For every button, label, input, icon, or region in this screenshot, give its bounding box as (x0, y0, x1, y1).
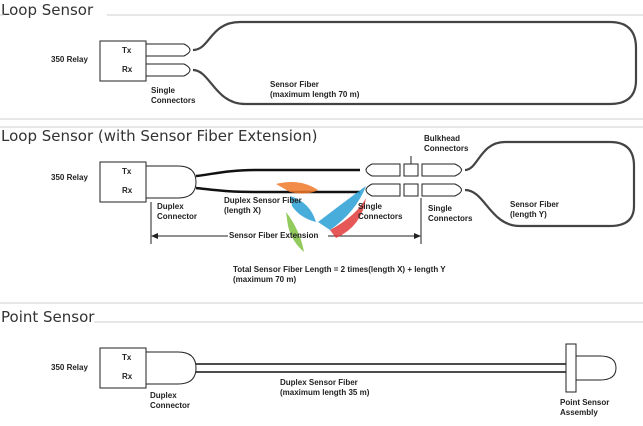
relay-box (99, 161, 147, 203)
single-connectors-left-label: Single Connectors (358, 202, 403, 221)
point-sensor-panel: Point Sensor 350 Relay Tx Rx Duplex Conn… (0, 306, 643, 426)
duplex-connector (145, 165, 197, 199)
rx-label: Rx (122, 65, 133, 74)
loop-sensor-diagram (0, 14, 643, 120)
relay-box (99, 347, 147, 389)
tx-label: Tx (122, 167, 132, 176)
single-connector-right-lower (421, 183, 462, 197)
bulkhead-connector-upper (403, 163, 419, 177)
relay-label: 350 Relay (51, 173, 88, 182)
duplex-sensor-fiber-label: Duplex Sensor Fiber (maximum length 35 m… (280, 378, 370, 397)
duplex-fiber-upper (195, 168, 360, 178)
vendor-logo-watermark-icon (276, 182, 366, 252)
sensor-fiber-y-label: Sensor Fiber (length Y) (510, 200, 559, 219)
rx-label: Rx (122, 186, 133, 195)
duplex-connector-label: Duplex Connector (150, 391, 190, 410)
bulkhead-connector-lower (403, 183, 419, 197)
sensor-fiber-label: Sensor Fiber (maximum length 70 m) (270, 80, 360, 99)
single-connectors-right-label: Single Connectors (428, 204, 473, 223)
single-connector-left-upper (365, 163, 401, 177)
point-sensor-diagram (94, 321, 643, 393)
relay-label: 350 Relay (51, 363, 88, 372)
total-length-note: Total Sensor Fiber Length = 2 times(leng… (233, 265, 446, 284)
loop-sensor-panel: Loop Sensor 350 Relay Tx Rx Single Conne… (0, 0, 643, 120)
single-connector-tx (145, 43, 191, 57)
single-connectors-label: Single Connectors (151, 86, 196, 105)
point-sensor-assembly-label: Point Sensor Assembly (560, 398, 610, 417)
sensor-fiber-loop-y (464, 140, 636, 228)
single-connector-right-upper (421, 163, 462, 177)
duplex-fiber-x-label: Duplex Sensor Fiber (length X) (224, 196, 302, 215)
loop-extension-title: Loop Sensor (with Sensor Fiber Extension… (1, 127, 318, 145)
relay-label: 350 Relay (51, 55, 88, 64)
tx-label: Tx (122, 353, 132, 362)
bulkhead-connectors-label: Bulkhead Connectors (424, 134, 469, 153)
loop-sensor-title: Loop Sensor (1, 1, 94, 19)
tx-label: Tx (122, 46, 132, 55)
loop-sensor-extension-panel: Loop Sensor (with Sensor Fiber Extension… (0, 126, 643, 304)
single-connector-left-lower (365, 183, 401, 197)
relay-box (99, 40, 147, 82)
duplex-fiber-lower (195, 186, 360, 194)
point-sensor-body (575, 355, 617, 381)
point-sensor-title: Point Sensor (1, 308, 95, 326)
rx-label: Rx (122, 372, 133, 381)
point-sensor-flange (565, 343, 577, 393)
duplex-connector (145, 351, 197, 385)
sensor-fiber-extension-label: Sensor Fiber Extension (229, 231, 319, 240)
single-connector-rx (145, 63, 191, 77)
loop-extension-diagram (0, 126, 643, 304)
sensor-fiber-loop (192, 20, 638, 106)
duplex-connector-label: Duplex Connector (157, 202, 197, 221)
